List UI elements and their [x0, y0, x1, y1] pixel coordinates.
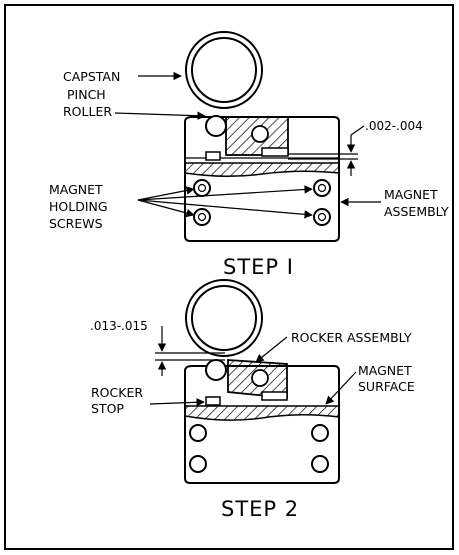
pinch-label-line1: PINCH [67, 87, 106, 102]
pinch-roller-leader [114, 111, 206, 120]
step1-rocker [225, 116, 289, 157]
step2-caption: STEP 2 [221, 497, 299, 521]
step2-magnet-assembly-block [184, 365, 340, 484]
rocker-stop-line2: STOP [91, 401, 124, 416]
step1-figure: CAPSTAN PINCH ROLLER .002-.004 MAGNET HO… [49, 31, 449, 279]
step1-capstan [185, 31, 263, 109]
assembly-label-line1: MAGNET [384, 187, 438, 202]
magnet-surface-line2: SURFACE [358, 379, 415, 394]
screws-label-line2: HOLDING [49, 199, 108, 214]
rocker-stop-line1: ROCKER [91, 385, 143, 400]
screws-label-line3: SCREWS [49, 216, 103, 231]
rocker-stop-leader [149, 398, 205, 407]
screws-leaders [137, 185, 313, 219]
step1-gap-dimension [288, 125, 365, 176]
step2-rocker [227, 359, 288, 401]
step1-rocker-stop [205, 151, 221, 161]
step1-gap-label: .002-.004 [365, 119, 423, 133]
step1-pinch-roller [205, 115, 227, 137]
step2-gap-dimension [155, 326, 225, 376]
step1-magnet-holding-screws [193, 179, 331, 226]
step2-gap-label: .013-.015 [90, 319, 148, 333]
pinch-label-line2: ROLLER [63, 104, 112, 119]
step2-magnet-holding-screws [189, 424, 329, 473]
step1-caption: STEP I [223, 255, 294, 279]
rocker-assembly-label: ROCKER ASSEMBLY [291, 330, 412, 345]
magnet-surface-line1: MAGNET [358, 363, 412, 378]
step2-pinch-roller [205, 359, 227, 381]
capstan-label: CAPSTAN [63, 69, 120, 84]
step2-rocker-stop [205, 396, 221, 406]
assembly-label-line2: ASSEMBLY [384, 204, 449, 219]
magnet-surface-leader [325, 371, 357, 405]
figure-border [4, 4, 454, 550]
step2-figure: .013-.015 ROCKER ASSEMBLY MAGNET SURFACE… [90, 279, 415, 521]
step1-magnet-assembly-block [184, 116, 340, 242]
step2-capstan [185, 279, 263, 357]
screws-label-line1: MAGNET [49, 182, 103, 197]
rocker-assembly-leader [255, 336, 288, 363]
